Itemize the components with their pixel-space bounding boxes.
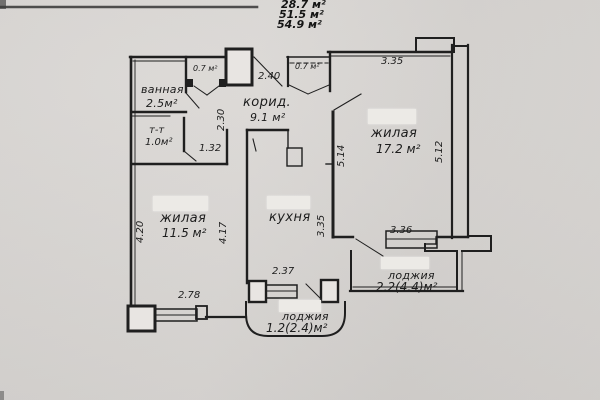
loggia-right-walls — [348, 250, 465, 293]
toilet-label: т-т — [149, 125, 165, 136]
living-right-label: жилая — [371, 126, 418, 141]
closet-right-walls — [286, 50, 332, 95]
living-left-label: жилая — [160, 211, 207, 226]
corridor-area: 9.1 м² — [250, 111, 286, 124]
dim-living-right-top: 3.35 — [381, 56, 404, 67]
duct-shaft — [286, 147, 303, 167]
dim-entry-width: 2.40 — [258, 71, 281, 82]
redaction-patch — [267, 196, 310, 209]
kitchen-label: кухня — [269, 210, 311, 225]
loggia-right-label: лоджия — [388, 269, 435, 282]
redaction-patch — [153, 196, 208, 211]
living-right-bottom — [331, 230, 470, 257]
toilet-walls — [130, 116, 229, 166]
total-area-line: 28.7 м² — [281, 0, 326, 11]
kitchen-walls — [245, 128, 303, 285]
total-areas-list: 28.7 м² 51.5 м² 54.9 м² — [277, 0, 326, 30]
living-left-bottom — [126, 304, 248, 333]
bathroom-label: ванная — [141, 83, 184, 96]
kitchen-bottom-and-loggia — [245, 278, 346, 337]
loggia-bottom-door-swing — [305, 283, 322, 300]
bottom-right-wall-step — [424, 235, 492, 252]
total-area-line: 54.9 м² — [277, 18, 322, 31]
kitchen-door-leaf — [252, 138, 257, 152]
bathroom-area: 2.5м² — [146, 97, 178, 110]
toilet-door-swing — [183, 150, 197, 162]
living-left-area: 11.5 м² — [162, 226, 207, 240]
entry-door-swing — [253, 56, 283, 87]
dim-living-left-right: 4.17 — [218, 221, 229, 244]
corridor-label: корид. — [243, 95, 292, 110]
outer-walls — [128, 37, 470, 333]
loggia-bottom-outline — [245, 301, 346, 337]
dim-living-right-right: 5.12 — [434, 140, 445, 163]
bathroom-walls — [130, 92, 200, 117]
dim-passage-width: 1.32 — [199, 143, 222, 154]
total-area-line: 51.5 м² — [279, 8, 324, 21]
loggia-bottom-area: 1.2(2.4)м² — [266, 321, 328, 335]
dim-corridor-depth: 2.30 — [216, 108, 227, 131]
top-right-notch — [415, 37, 455, 53]
dim-living-left-bottom: 2.78 — [178, 290, 201, 301]
loggia-right-area: 2.2(4.4)м² — [376, 280, 438, 294]
bathroom-door-swing — [185, 92, 200, 109]
dim-living-right-left: 5.14 — [336, 144, 347, 167]
living-right-door-swing — [333, 93, 362, 111]
dim-loggia-right-window: 3.36 — [390, 225, 413, 236]
closet-right-area: 0.7 м² — [295, 62, 320, 71]
dim-living-left-left: 4.20 — [135, 220, 146, 243]
closet-left-area: 0.7 м² — [193, 64, 218, 73]
redaction-patch — [279, 300, 321, 312]
dim-kitchen-right: 3.35 — [316, 214, 327, 237]
dim-kitchen-window: 2.37 — [272, 266, 295, 277]
closet-left-walls — [184, 55, 226, 96]
redaction-patch — [368, 109, 416, 124]
living-right-area: 17.2 м² — [376, 142, 421, 156]
loggia-right-door-swing — [355, 238, 384, 257]
redaction-patch — [381, 257, 429, 269]
entrance-pier-and-door — [224, 47, 283, 87]
middle-wall — [325, 93, 362, 239]
loggia-bottom-label: лоджия — [282, 310, 329, 323]
toilet-area: 1.0м² — [145, 137, 173, 148]
scan-edge-artifacts — [0, 0, 259, 400]
